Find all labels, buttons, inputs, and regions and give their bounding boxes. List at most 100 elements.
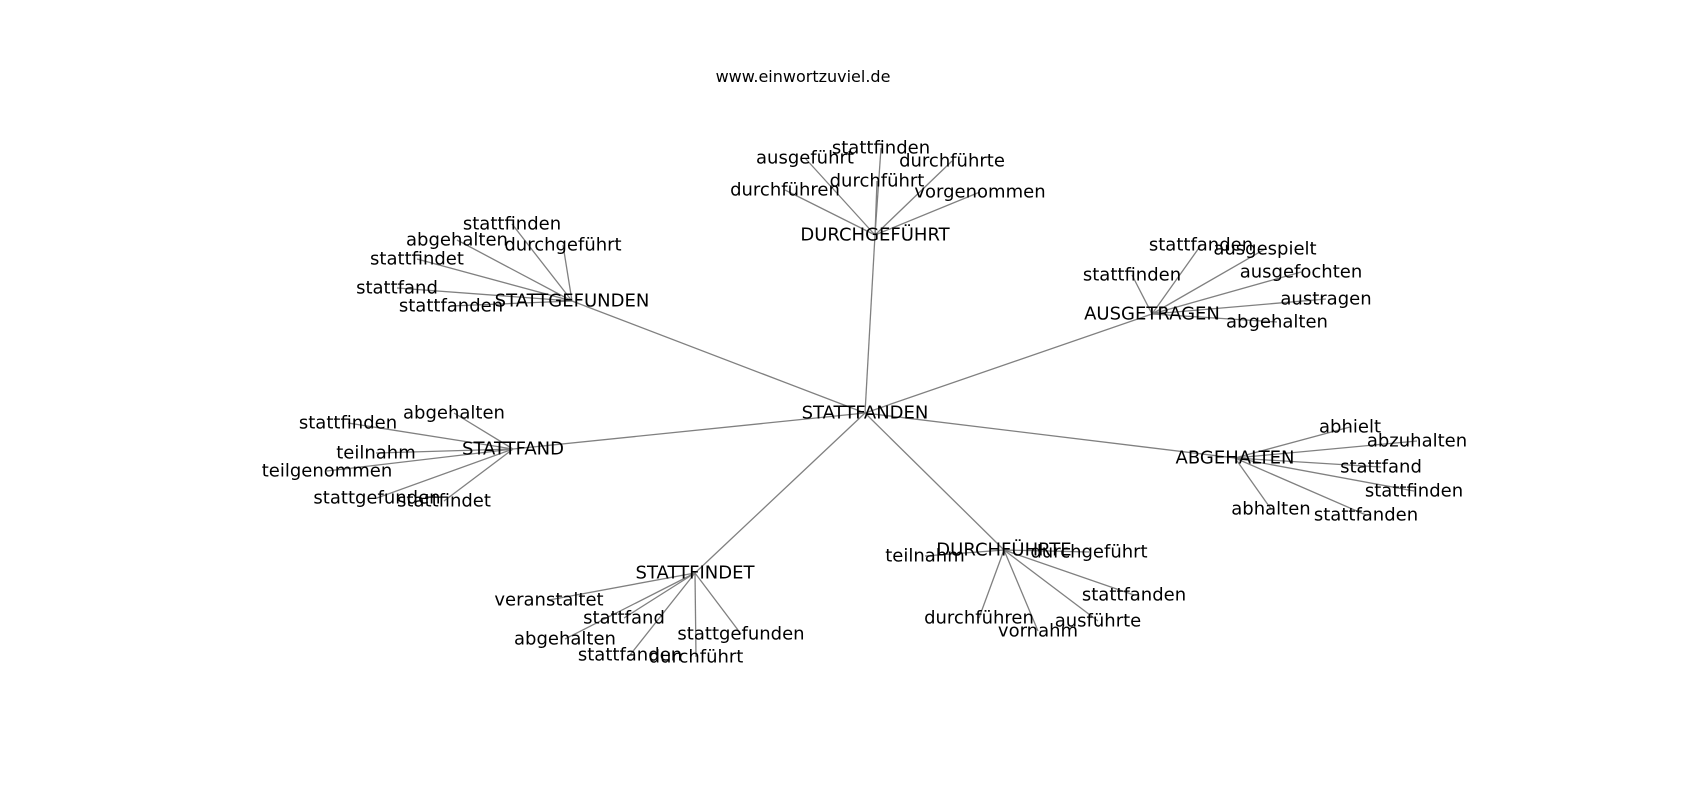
leaf-node-ausgefuehrt: ausgeführt (756, 148, 854, 169)
leaf-node-abgehalten: abgehalten (514, 629, 616, 650)
edge-ausgetragen-ausgefochten (1151, 271, 1302, 315)
leaf-node-durchfuehren: durchführen (730, 180, 840, 201)
edge-durchfuehrte-vornahm (1003, 549, 1039, 632)
edge-stattfindet-stattgefunden (694, 572, 742, 635)
edge-stattfindet-abgehalten (564, 572, 696, 640)
leaf-node-stattfanden: stattfanden (1314, 505, 1418, 526)
edge-stattfand-stattfinden (347, 422, 514, 450)
edge-root-stattgefunden (571, 300, 866, 414)
edge-stattfand-teilgenommen (326, 448, 514, 472)
hub-node-stattgefunden: STATTGEFUNDEN (495, 291, 650, 312)
hub-node-ausgetragen: AUSGETRAGEN (1084, 304, 1220, 325)
edge-stattfand-teilnahm (375, 448, 514, 454)
leaf-node-stattfanden: stattfanden (1082, 585, 1186, 606)
leaf-node-stattfanden: stattfanden (399, 296, 503, 317)
edge-ausgetragen-stattfanden (1151, 244, 1202, 315)
edge-durchgefuehrt-durchfuehrte (874, 160, 953, 236)
hub-node-durchfuehrte: DURCHFÜHRTE (936, 539, 1071, 561)
leaf-node-abgehalten: abgehalten (406, 230, 508, 251)
edge-stattfand-stattfindet (443, 448, 514, 502)
edge-abgehalten-abzuhalten (1234, 440, 1418, 459)
leaf-node-abgehalten: abgehalten (403, 403, 505, 424)
edge-durchgefuehrt-durchfuehren (784, 189, 876, 236)
label-layer: STATTFANDENDURCHGEFÜHRTausgeführtstattfi… (262, 138, 1467, 668)
leaf-node-stattfindet: stattfindet (370, 249, 464, 270)
leaf-node-durchfuehren: durchführen (924, 608, 1034, 629)
leaf-node-austragen: austragen (1280, 289, 1371, 310)
edge-durchgefuehrt-ausgefuehrt (804, 157, 876, 236)
edge-stattgefunden-stattfanden (450, 300, 573, 307)
leaf-node-stattfinden: stattfinden (1365, 481, 1463, 502)
edge-stattfindet-stattfand (623, 572, 696, 619)
hub-node-stattfand: STATTFAND (462, 439, 564, 460)
leaf-node-durchfuehrt: durchführt (830, 171, 925, 192)
leaf-node-vornahm: vornahm (998, 621, 1078, 642)
edge-durchfuehrte-durchfuehren (978, 549, 1005, 619)
leaf-node-teilnahm: teilnahm (885, 546, 965, 567)
leaf-node-stattfand: stattfand (356, 278, 438, 299)
edge-ausgetragen-stattfinden (1131, 274, 1153, 315)
leaf-node-stattfinden: stattfinden (299, 413, 397, 434)
edge-layer (326, 147, 1418, 658)
leaf-node-stattfinden: stattfinden (832, 138, 930, 159)
leaf-node-durchgefuehrt: durchgeführt (504, 235, 621, 256)
edge-abgehalten-abhalten (1234, 457, 1272, 510)
edge-durchgefuehrt-durchfuehrt (874, 180, 878, 236)
leaf-node-stattgefunden: stattgefunden (313, 488, 440, 509)
leaf-node-stattgefunden: stattgefunden (677, 624, 804, 645)
site-title: www.einwortzuviel.de (716, 67, 891, 86)
edge-stattfindet-stattfanden (629, 572, 696, 656)
leaf-node-stattfanden: stattfanden (578, 645, 682, 666)
edge-stattgefunden-durchgefuehrt (562, 244, 573, 302)
leaf-node-stattfinden: stattfinden (1083, 265, 1181, 286)
hub-node-durchgefuehrt: DURCHGEFÜHRT (800, 224, 950, 246)
edge-abgehalten-stattfanden (1234, 457, 1367, 516)
edge-ausgetragen-abgehalten (1151, 313, 1278, 323)
edge-root-stattfindet (694, 412, 866, 574)
leaf-node-teilgenommen: teilgenommen (262, 461, 393, 482)
root-node-stattfanden: STATTFANDEN (802, 403, 929, 424)
leaf-node-durchfuehrt: durchführt (649, 647, 744, 668)
edge-stattgefunden-stattfand (396, 287, 573, 302)
edge-durchfuehrte-ausfuehrte (1003, 549, 1099, 622)
leaf-node-abgehalten: abgehalten (1226, 312, 1328, 333)
leaf-node-stattfand: stattfand (583, 608, 665, 629)
leaf-node-abhielt: abhielt (1319, 417, 1381, 438)
edge-stattfand-stattgefunden (376, 448, 514, 499)
hub-node-stattfindet: STATTFINDET (636, 563, 756, 584)
edge-stattfindet-veranstaltet (548, 572, 696, 601)
edge-stattfand-abgehalten (453, 412, 514, 450)
edge-stattgefunden-stattfindet (416, 258, 573, 302)
leaf-node-ausfuehrte: ausführte (1055, 611, 1142, 632)
edge-root-durchfuehrte (864, 412, 1005, 551)
edge-durchfuehrte-stattfanden (1003, 549, 1135, 596)
edge-abgehalten-stattfand (1234, 457, 1382, 468)
edge-durchfuehrte-durchgefuehrt (1003, 549, 1090, 553)
leaf-node-ausgefochten: ausgefochten (1240, 262, 1363, 283)
leaf-node-stattfanden: stattfanden (1149, 235, 1253, 256)
edge-stattgefunden-abgehalten (456, 239, 573, 302)
leaf-node-stattfinden: stattfinden (463, 214, 561, 235)
leaf-node-abhalten: abhalten (1231, 499, 1310, 520)
edge-root-durchgefuehrt (864, 234, 876, 414)
hub-node-abgehalten: ABGEHALTEN (1176, 448, 1295, 469)
edge-ausgetragen-austragen (1151, 298, 1327, 315)
edge-durchfuehrte-teilnahm (924, 549, 1005, 557)
leaf-node-durchgefuehrt: durchgeführt (1030, 542, 1147, 563)
edge-abgehalten-abhielt (1234, 426, 1351, 459)
leaf-node-stattfand: stattfand (1340, 457, 1422, 478)
leaf-node-teilnahm: teilnahm (336, 443, 416, 464)
edge-root-stattfand (512, 412, 866, 450)
leaf-node-veranstaltet: veranstaltet (494, 590, 603, 611)
edge-root-ausgetragen (864, 313, 1153, 414)
edge-durchgefuehrt-vorgenommen (874, 191, 981, 236)
edge-root-abgehalten (864, 412, 1236, 459)
leaf-node-stattfindet: stattfindet (397, 491, 491, 512)
leaf-node-vorgenommen: vorgenommen (914, 182, 1045, 203)
edge-ausgetragen-ausgespielt (1151, 248, 1266, 315)
edge-stattgefunden-stattfinden (511, 223, 573, 302)
leaf-node-ausgespielt: ausgespielt (1213, 239, 1316, 260)
edge-stattfindet-durchfuehrt (694, 572, 697, 658)
leaf-node-abzuhalten: abzuhalten (1367, 431, 1467, 452)
